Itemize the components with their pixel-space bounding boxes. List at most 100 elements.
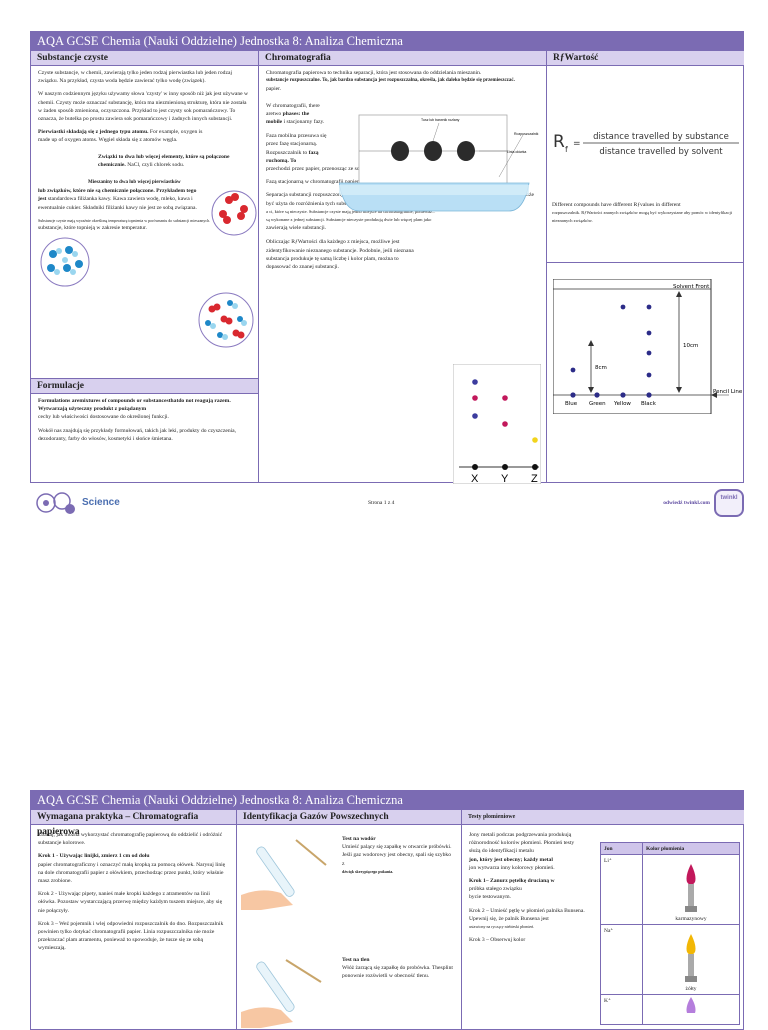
two-phases-a: W chromatografii, there aretwo bbox=[266, 102, 320, 117]
hydrogen-test-image bbox=[241, 839, 327, 910]
separation-4: zawierają wiele substancji. bbox=[266, 225, 327, 232]
rf-text-1: Different compounds have different Rƒval… bbox=[552, 202, 681, 208]
practical-step1: papier chromatograficzny i oznaczyć małą… bbox=[38, 861, 226, 885]
flame-step2-small: ustawiony na ryczący niebieski płomień. bbox=[469, 924, 535, 930]
label-pencil-line-rf: Pencil Line bbox=[713, 389, 743, 395]
sample-blue: Blue bbox=[565, 401, 578, 407]
pure-last: substancje, które topnieją w zakresie te… bbox=[38, 224, 147, 231]
formula-numerator: distance travelled by substance bbox=[593, 132, 729, 142]
flame-step2: Krok 2 – Umieść pętlę w płomień palnika … bbox=[469, 907, 585, 922]
page-1: AQA GCSE Chemia (Nauki Oddzielne) Jednos… bbox=[30, 31, 744, 484]
column-required-practical: Wymagana praktyka – Chromatografia papie… bbox=[31, 810, 237, 1029]
practical-step2: Krok 2 - Używając pipety, nanieś małe kr… bbox=[38, 891, 223, 914]
flame-step1-bold: Krok 1– Zanurz pętelkę drucianą w bbox=[469, 878, 555, 885]
flame-step3: Krok 3 – Obserwuj kolor bbox=[469, 937, 526, 944]
svg-text:=: = bbox=[573, 139, 581, 149]
pure-p1: Czyste substancje, w chemii, zawierają t… bbox=[38, 70, 233, 85]
two-phases-c: i stacjonarny fazy. bbox=[283, 119, 325, 126]
rf-formula: R f = distance travelled by substance di… bbox=[553, 132, 739, 157]
rf-calc-text: Obliczając RƒWartości dla każdego z miej… bbox=[266, 239, 414, 271]
page-2: AQA GCSE Chemia (Nauki Oddzielne) Jednos… bbox=[30, 790, 744, 1030]
chrom-intro-bold: substancje rozpuszczalne. To, jak bardzo… bbox=[266, 78, 515, 84]
mobile-phase-bold: fazą ruchomą. To bbox=[266, 149, 319, 164]
sample-black: Black bbox=[641, 401, 657, 407]
label-pencil-line: Linia ołówka bbox=[507, 150, 526, 154]
ion-na: Na⁺ bbox=[600, 924, 643, 995]
pure-p2: W naszym codziennym języku używamy słowa… bbox=[38, 91, 249, 123]
mobile-phase-text: Faza mobilna przesuwa się przez fazę sta… bbox=[266, 133, 327, 156]
formula-denominator: distance travelled by solvent bbox=[599, 147, 723, 157]
section-heading-pure: Substancje czyste bbox=[31, 51, 258, 66]
stationary-phase-text: Fazą stacjonarną w chromatografii papier… bbox=[266, 179, 424, 186]
column-rf-value: RƒWartość R f = distance travelled by su… bbox=[547, 51, 744, 482]
chrom-intro-end: papier. bbox=[266, 86, 282, 93]
pure-small-note: Substancje czyste mają wyraźnie określon… bbox=[38, 217, 211, 223]
section-heading-chromatography: Chromatografia bbox=[259, 51, 546, 66]
column-chromatography: Chromatografia Chromatografia papierowa … bbox=[259, 51, 547, 484]
oxygen-test-image bbox=[241, 959, 322, 1028]
rf-chromatogram-diagram: Solvent Front 10cm 8cm Pencil Line Blue … bbox=[553, 279, 743, 414]
mixtures-small: Mieszaniny to dwa lub więcej pierwiastkó… bbox=[88, 180, 181, 186]
compounds-bold: Związki to dwa lub więcej elementy, któr… bbox=[98, 153, 230, 168]
table-row: Li⁺ karmazynowy bbox=[600, 854, 740, 925]
science-logo-icon bbox=[36, 492, 75, 514]
ion-k: K⁺ bbox=[600, 994, 643, 1025]
chromatography-apparatus-diagram: Tusz lub barwnik rozlany Linia ołówka Ro… bbox=[339, 114, 539, 212]
section-heading-gases: Identyfikacja Gazów Powszechnych bbox=[237, 810, 461, 825]
section-heading-formulations: Formulacje bbox=[31, 379, 258, 394]
label-10cm: 10cm bbox=[683, 343, 698, 349]
formula-r: R bbox=[553, 132, 565, 152]
twinkl-link[interactable]: odwiedź twinkl.com bbox=[663, 500, 710, 506]
sample-green: Green bbox=[589, 401, 606, 407]
practical-step1-bold: Krok 1 - Używając linijki, zmierz 1 cm o… bbox=[38, 853, 150, 860]
compounds-text: NaCl, czyli chlorek sodu. bbox=[127, 161, 185, 168]
flame-k-icon bbox=[686, 997, 696, 1013]
flame-p1-bold: jon, który jest obecny; każdy metal bbox=[469, 856, 553, 863]
flame-step1: próbka stałego związku bbox=[469, 886, 522, 893]
label-solvent: Rozpuszczalnik bbox=[514, 132, 539, 136]
rf-text-2: rozpuszczalnik. RƒWartości znanych związ… bbox=[552, 210, 732, 224]
label-y: Y bbox=[501, 473, 509, 484]
formulations-bold: Formulations aremixtures of compounds or… bbox=[38, 398, 231, 413]
separation-3: są wykonane z jednej substancji. Substan… bbox=[266, 217, 432, 223]
column-gas-tests: Identyfikacja Gazów Powszechnych Test na… bbox=[237, 810, 462, 1029]
oxygen-molecules-image bbox=[211, 190, 257, 236]
flame-test-table: Jon Kolor płomienia Li⁺ karmazynowy Na⁺ bbox=[600, 842, 740, 1025]
section-heading-rf: RƒWartość bbox=[547, 51, 744, 66]
elements-bold: Pierwiastki składają się z jednego typu … bbox=[38, 129, 149, 136]
label-ink-spots: Tusz lub barwnik rozlany bbox=[421, 118, 460, 122]
nacl-molecules-image bbox=[40, 237, 90, 287]
ion-li: Li⁺ bbox=[600, 854, 643, 925]
flame-color-li: karmazynowy bbox=[675, 916, 707, 922]
mobile-phase-end: przechodzi przez papier, przenosząc ze s… bbox=[266, 166, 405, 173]
chrom-intro: Chromatografia papierowa to technika sep… bbox=[266, 70, 482, 76]
label-solvent-front: Solvent Front bbox=[673, 284, 710, 290]
practical-step3: Krok 3 – Weź pojemnik i wlej odpowiedni … bbox=[38, 920, 224, 952]
twinkl-logo: twinkl bbox=[714, 489, 744, 517]
formula-sub-f: f bbox=[565, 145, 568, 154]
pure-text: Czyste substancje, w chemii, zawierają t… bbox=[31, 66, 258, 235]
table-row: Na⁺ żółty bbox=[600, 924, 740, 995]
page-title-2: AQA GCSE Chemia (Nauki Oddzielne) Jednos… bbox=[31, 791, 743, 810]
formulations-text2: Wokół nas znajdują się przykłady formuło… bbox=[38, 427, 237, 442]
formulations-text1: cechy lub właściwości dostosowane do okr… bbox=[38, 414, 169, 421]
section-heading-flame: Testy płomieniowe bbox=[462, 810, 744, 825]
column-flame-tests: Testy płomieniowe Jony metali podczas po… bbox=[462, 810, 744, 1029]
section-heading-practical: Wymagana praktyka – Chromatografia papie… bbox=[31, 810, 236, 837]
sample-yellow: Yellow bbox=[613, 401, 631, 407]
science-label: Science bbox=[82, 497, 120, 508]
hydrogen-test-title: Test na wodór bbox=[342, 836, 376, 842]
flame-na-icon bbox=[685, 934, 697, 982]
table-header-flame-color: Kolor płomienia bbox=[642, 842, 740, 855]
elements-text: For example, oxygen is made up of oxygen… bbox=[38, 129, 203, 144]
table-row: K⁺ bbox=[600, 994, 740, 1025]
two-phases-b: phases: the mobile bbox=[266, 110, 310, 126]
mixtures-bold: lub związków, które nie są chemicznie po… bbox=[38, 188, 197, 203]
flame-color-na: żółty bbox=[685, 986, 697, 992]
flame-step1-end: bycie testowanym. bbox=[469, 894, 511, 901]
flame-p1-end: jon wytwarza inny kolorowy płomień. bbox=[469, 864, 555, 871]
label-z: Z bbox=[531, 473, 538, 484]
page-number: Strona 1 z 4 bbox=[368, 500, 395, 506]
page-footer: Science Strona 1 z 4 odwiedź twinkl.com … bbox=[30, 487, 744, 517]
formulations-section: Formulacje Formulations aremixtures of c… bbox=[31, 378, 258, 451]
